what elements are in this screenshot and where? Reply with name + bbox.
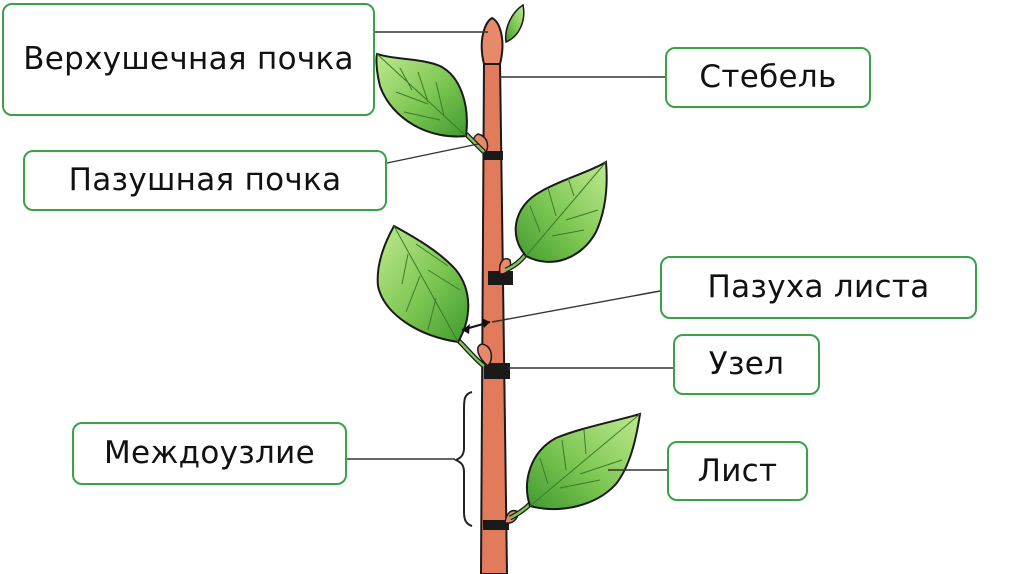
label-leaf-text: Лист	[697, 452, 778, 489]
axillary-bud	[477, 343, 493, 368]
label-node: Узел	[673, 334, 820, 395]
label-axillary-bud: Пазушная почка	[23, 150, 387, 211]
label-leaf: Лист	[667, 441, 808, 501]
node-band	[488, 271, 513, 285]
label-leaf-axil: Пазуха листа	[660, 256, 977, 319]
node-band	[483, 520, 509, 530]
leader-lines	[347, 31, 673, 471]
petiole	[457, 339, 485, 367]
label-internode-text: Междоузлие	[103, 435, 315, 472]
petiole	[505, 253, 527, 272]
label-axillary-bud-text: Пазушная почка	[68, 162, 342, 199]
apical-small-leaf	[504, 3, 525, 44]
node-band	[483, 151, 503, 160]
label-leaf-axil-text: Пазуха листа	[707, 269, 930, 306]
label-apical-bud-text: Верхушечная почка	[23, 41, 354, 78]
internode-bracket	[453, 391, 473, 527]
label-apical-bud: Верхушечная почка	[2, 3, 375, 116]
petiole	[509, 503, 531, 520]
label-internode: Междоузлие	[72, 422, 347, 485]
label-stem: Стебель	[665, 47, 871, 108]
node-band	[484, 363, 510, 379]
apical-bud	[480, 16, 504, 65]
leaf-blade	[376, 224, 470, 344]
petiole	[465, 133, 485, 153]
label-stem-text: Стебель	[699, 59, 837, 96]
label-node-text: Узел	[708, 346, 785, 383]
